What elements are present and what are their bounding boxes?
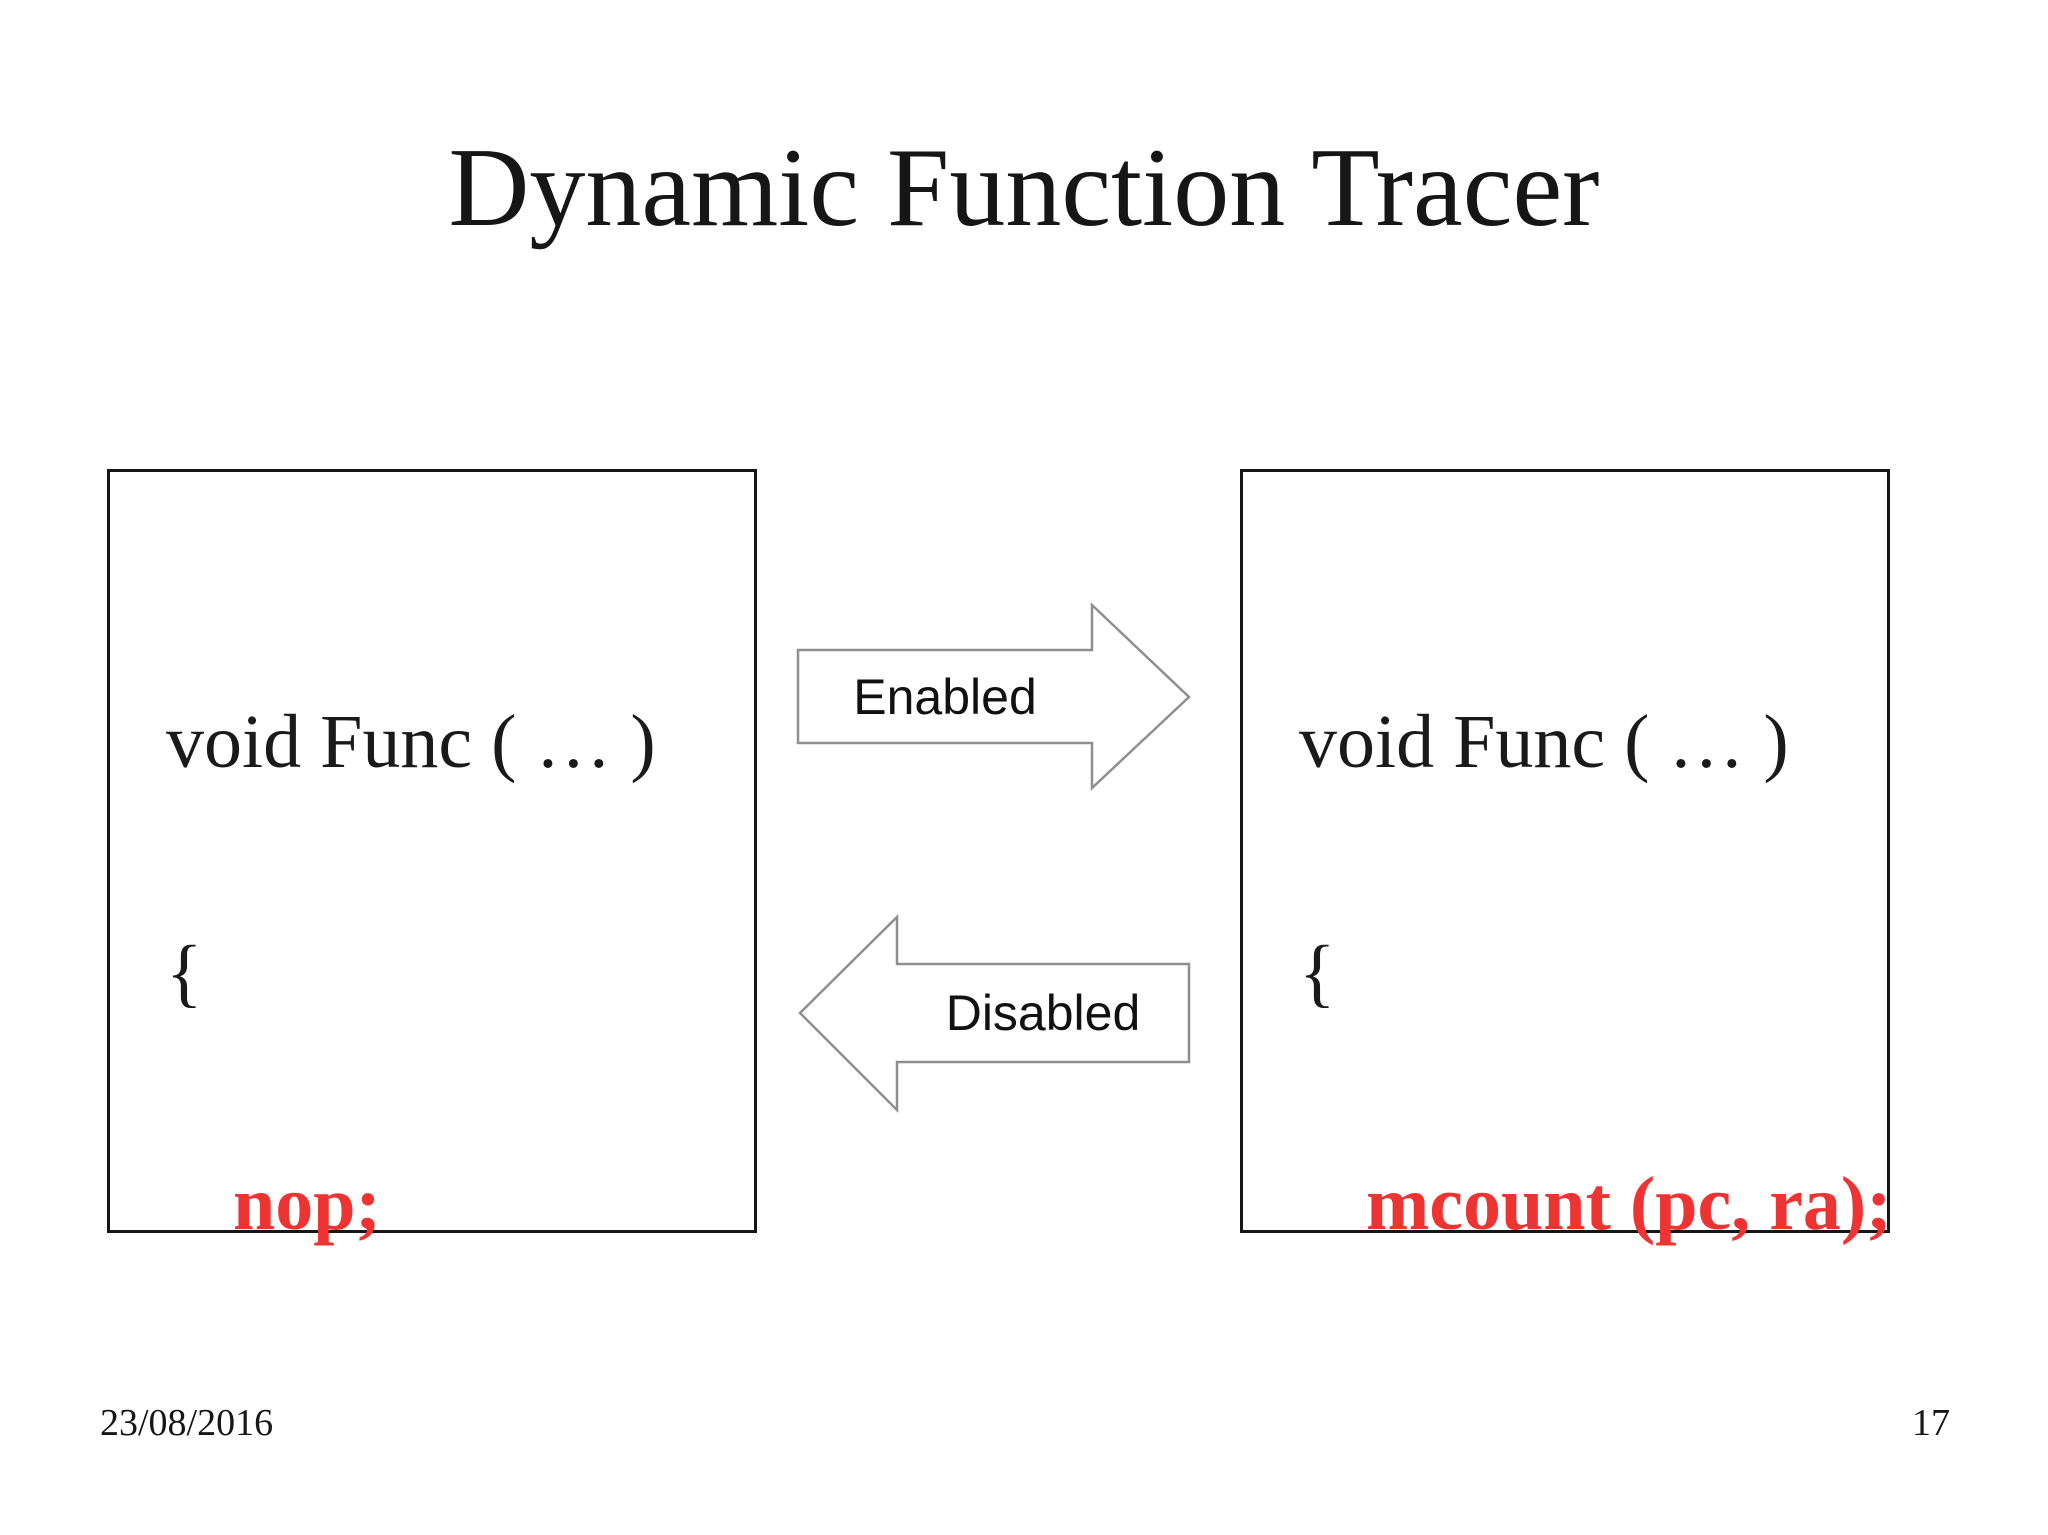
page-title: Dynamic Function Tracer xyxy=(448,126,1600,250)
code-box-tracer-enabled: void Func ( … ) { mcount (pc, ra); Line … xyxy=(1240,469,1892,1243)
code-block-disabled: void Func ( … ) { nop; Line 1; Line 2; …… xyxy=(110,472,754,1535)
page-number: 17 xyxy=(1912,1402,1950,1444)
code-line-nop: nop; xyxy=(233,1162,381,1246)
code-line-func-signature: void Func ( … ) xyxy=(166,700,656,784)
code-line-mcount: mcount (pc, ra); xyxy=(1366,1162,1892,1246)
code-box-tracer-disabled: void Func ( … ) { nop; Line 1; Line 2; …… xyxy=(107,469,757,1243)
code-line-open-brace: { xyxy=(1299,931,1336,1015)
code-line-open-brace: { xyxy=(166,931,203,1015)
code-line-func-signature: void Func ( … ) xyxy=(1299,700,1789,784)
code-block-enabled: void Func ( … ) { mcount (pc, ra); Line … xyxy=(1243,472,1892,1535)
disabled-arrow-label: Disabled xyxy=(945,985,1141,1041)
footer-date: 23/08/2016 xyxy=(100,1402,274,1444)
code-line-blank xyxy=(1299,1397,1877,1474)
enabled-arrow-label: Enabled xyxy=(853,669,1037,725)
